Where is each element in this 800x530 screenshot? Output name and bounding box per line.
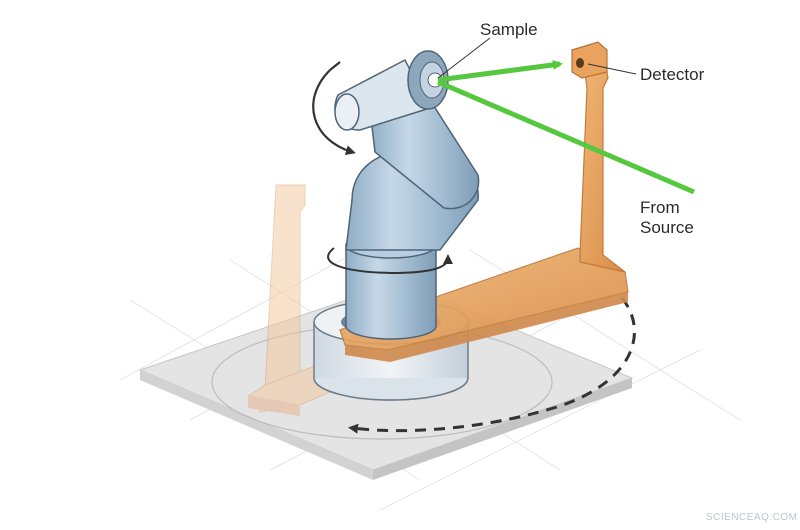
watermark: SCIENCEAQ.COM	[706, 512, 798, 523]
detector-label: Detector	[640, 65, 705, 84]
sample-label: Sample	[480, 20, 538, 39]
rotation-arrow-top	[312, 69, 356, 156]
rotation-arrow-column	[327, 247, 453, 275]
robot-arm	[334, 50, 480, 251]
sample-leader	[437, 37, 491, 79]
from-source-label-line2: Source	[640, 218, 694, 237]
detector-leader	[587, 63, 637, 75]
dashed-rotation-path	[348, 297, 636, 434]
from-source-label-line1: From	[640, 198, 680, 217]
source-beam	[437, 79, 695, 195]
diffracted-beam	[437, 59, 563, 83]
